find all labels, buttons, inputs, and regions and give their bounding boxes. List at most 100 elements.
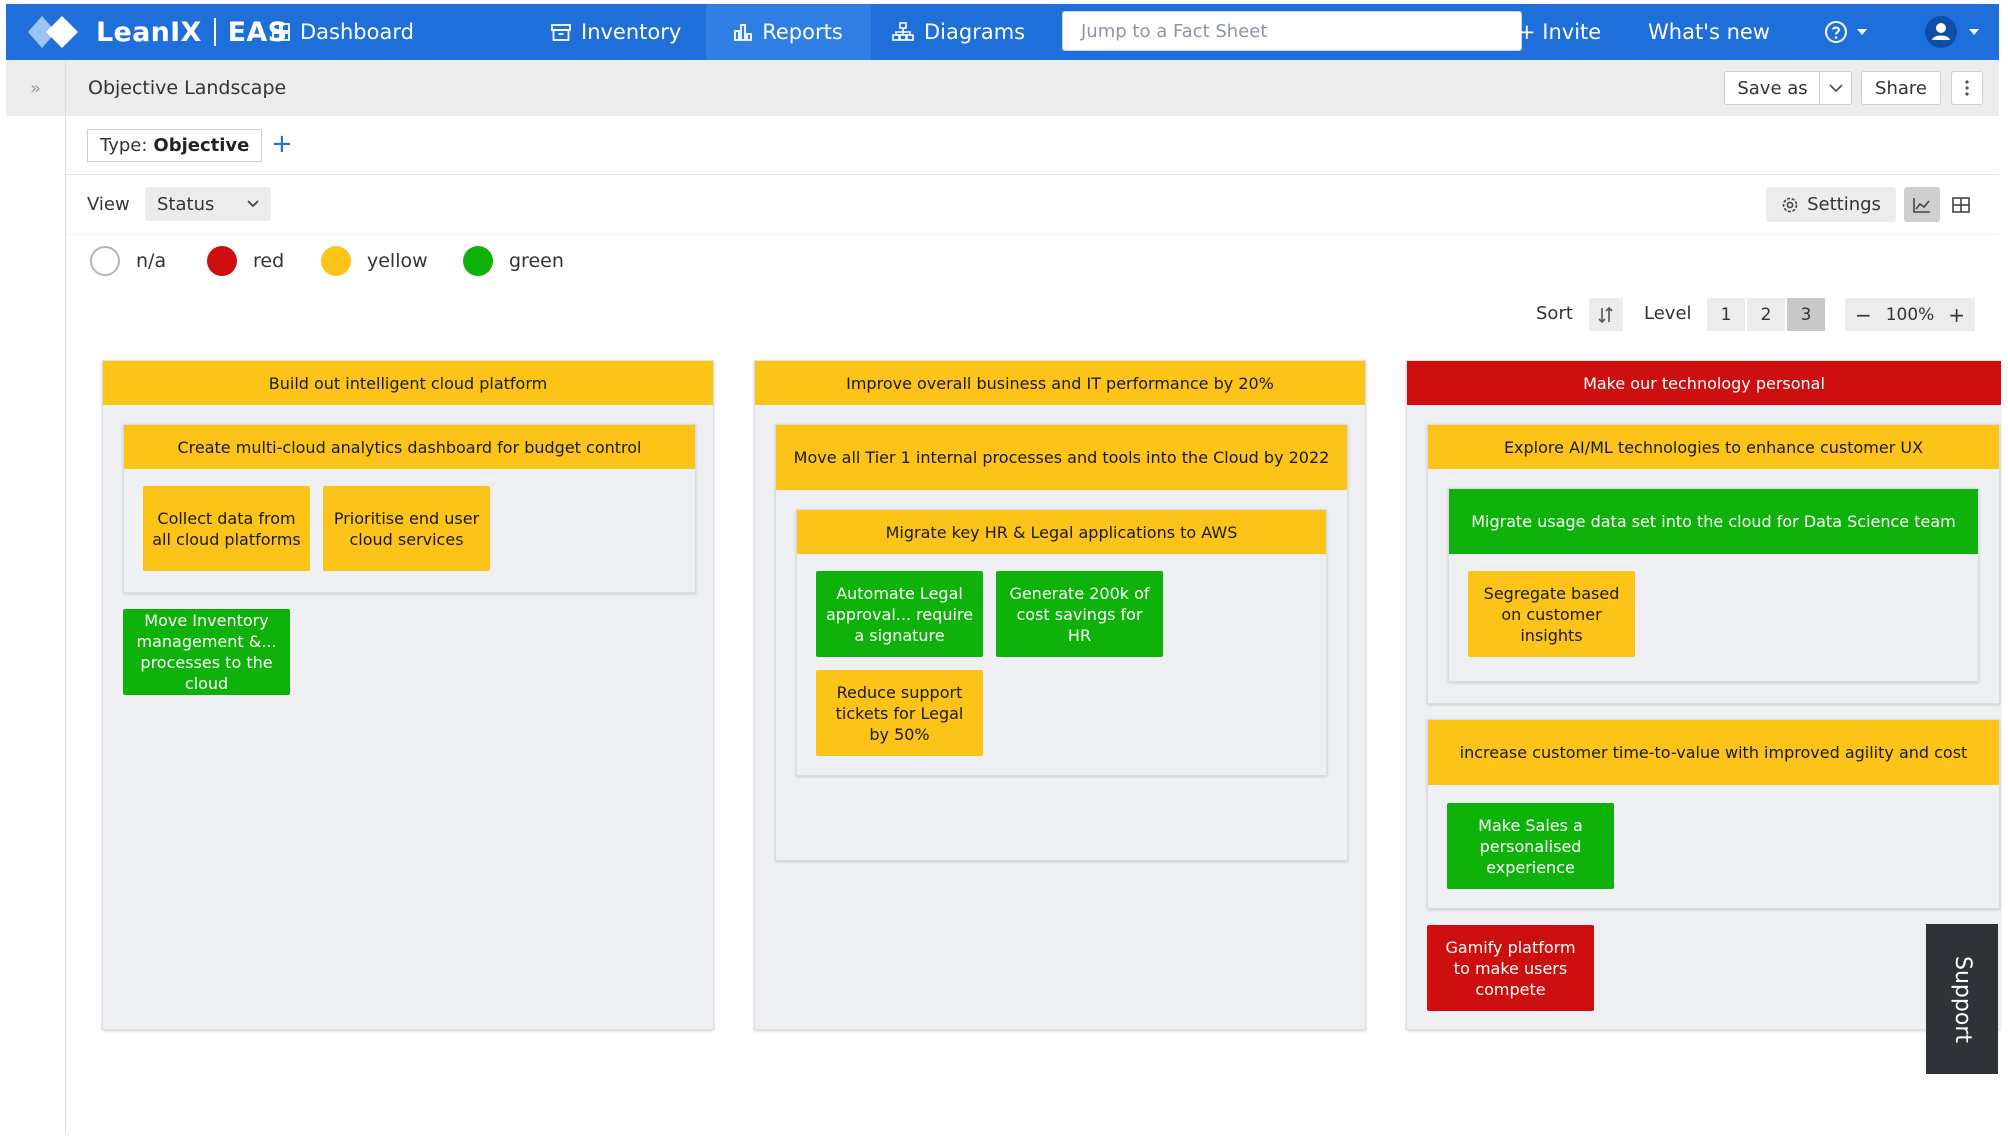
support-tab[interactable]: Support (1926, 924, 1998, 1074)
grid-icon (272, 23, 290, 41)
table-view-toggle[interactable] (1943, 187, 1979, 222)
objective-column-1: Build out intelligent cloud platform Cre… (102, 360, 714, 1030)
type-filter-chip[interactable]: Type: Objective (87, 129, 263, 162)
objective-sub-panel: Explore AI/ML technologies to enhance cu… (1427, 424, 2000, 704)
brand-divider (213, 18, 216, 46)
type-filter-label: Type: (100, 135, 148, 156)
add-filter-button[interactable]: + (271, 129, 293, 159)
objective-card[interactable]: Automate Legal approval... require a sig… (816, 571, 983, 657)
view-select[interactable]: Status (145, 187, 271, 221)
zoom-control: − 100% + (1845, 298, 1975, 331)
objective-card-header[interactable]: Improve overall business and IT performa… (755, 361, 1365, 405)
objective-card-header[interactable]: Migrate usage data set into the cloud fo… (1449, 489, 1978, 554)
objective-card-header[interactable]: Move all Tier 1 internal processes and t… (776, 425, 1347, 490)
invite-label: + Invite (1518, 20, 1602, 44)
inventory-icon (551, 24, 571, 41)
top-navigation-bar: LeanIX EAS Dashboard Inventory Reports (6, 4, 1999, 60)
legend-red: red (207, 246, 284, 276)
legend-na: n/a (90, 246, 166, 276)
nav-inventory[interactable]: Inventory (551, 4, 681, 60)
objective-card-header[interactable]: Explore AI/ML technologies to enhance cu… (1428, 425, 1999, 469)
chevron-down-icon (1857, 29, 1867, 35)
zoom-in-button[interactable]: + (1948, 302, 1965, 327)
chevron-down-icon (1969, 29, 1979, 35)
objective-card-header[interactable]: Migrate key HR & Legal applications to A… (797, 510, 1326, 554)
objective-sub-panel: Migrate key HR & Legal applications to A… (796, 509, 1327, 776)
nav-inventory-label: Inventory (581, 20, 682, 44)
question-circle-icon (1825, 21, 1847, 43)
fact-sheet-search-input[interactable]: Jump to a Fact Sheet (1062, 11, 1522, 51)
level-3-button[interactable]: 3 (1787, 298, 1825, 331)
invite-button[interactable]: + Invite (1518, 4, 1601, 60)
objective-card[interactable]: Segregate based on customer insights (1468, 571, 1635, 657)
objective-card[interactable]: Make Sales a personalised experience (1447, 803, 1614, 889)
level-2-label: 2 (1760, 304, 1772, 325)
chevron-down-icon (1828, 83, 1843, 92)
help-menu[interactable] (1824, 4, 1868, 60)
objective-sub-panel: increase customer time-to-value with imp… (1427, 719, 2000, 909)
objective-card-header[interactable]: Make our technology personal (1407, 361, 2001, 405)
leanix-logo-icon (28, 16, 78, 48)
objective-sub-panel: Move all Tier 1 internal processes and t… (775, 424, 1348, 861)
save-as-dropdown-button[interactable] (1819, 71, 1852, 105)
level-2-button[interactable]: 2 (1747, 298, 1785, 331)
type-filter-value: Objective (153, 135, 250, 156)
gear-icon (1782, 197, 1798, 212)
zoom-level: 100% (1885, 304, 1935, 325)
objective-sub-panel: Migrate usage data set into the cloud fo… (1448, 488, 1979, 682)
nav-diagrams[interactable]: Diagrams (892, 4, 1025, 60)
user-avatar-icon (1925, 16, 1957, 48)
double-chevron-right-icon: » (29, 77, 41, 99)
objective-card[interactable]: Collect data from all cloud platforms (143, 486, 310, 571)
nav-diagrams-label: Diagrams (924, 20, 1026, 44)
sort-icon (1598, 306, 1613, 323)
more-options-button[interactable] (1951, 71, 1983, 105)
page-title: Objective Landscape (88, 77, 287, 99)
nav-reports[interactable]: Reports (706, 4, 871, 60)
share-button[interactable]: Share (1861, 71, 1941, 105)
share-label: Share (1875, 77, 1927, 99)
sort-label: Sort (1536, 303, 1573, 324)
legend-label-na: n/a (136, 250, 167, 272)
nav-dashboard[interactable]: Dashboard (272, 4, 414, 60)
table-icon (1952, 196, 1970, 213)
view-label: View (87, 194, 130, 215)
level-label: Level (1644, 303, 1692, 324)
objective-card[interactable]: Reduce support tickets for Legal by 50% (816, 670, 983, 756)
objective-card[interactable]: Prioritise end user cloud services (323, 486, 490, 571)
objective-card-header[interactable]: Create multi-cloud analytics dashboard f… (124, 425, 695, 469)
product-name: EAS (227, 16, 288, 48)
sitemap-icon (892, 22, 914, 41)
objective-card[interactable]: Move Inventory management &... processes… (123, 609, 290, 695)
settings-button[interactable]: Settings (1766, 187, 1896, 222)
save-as-button[interactable]: Save as (1724, 71, 1820, 105)
legend-swatch-red (207, 246, 237, 276)
legend-yellow: yellow (321, 246, 428, 276)
level-1-button[interactable]: 1 (1707, 298, 1745, 331)
objective-card-header[interactable]: increase customer time-to-value with imp… (1428, 720, 1999, 785)
objective-card[interactable]: Gamify platform to make users compete (1427, 925, 1594, 1011)
objective-sub-panel: Create multi-cloud analytics dashboard f… (123, 424, 696, 593)
filter-row: Type: Objective + (66, 116, 1999, 175)
objective-card[interactable]: Generate 200k of cost savings for HR (996, 571, 1163, 657)
more-vertical-icon (1965, 80, 1969, 96)
side-rail: » (6, 60, 66, 1133)
brand-name: LeanIX (96, 16, 202, 48)
objective-card-header[interactable]: Build out intelligent cloud platform (103, 361, 713, 405)
whats-new-link[interactable]: What's new (1648, 4, 1770, 60)
nav-dashboard-label: Dashboard (300, 20, 414, 44)
area-chart-icon (1913, 197, 1930, 213)
report-title-bar: Objective Landscape Save as Share (66, 60, 1999, 116)
user-menu[interactable] (1924, 4, 1980, 60)
settings-label: Settings (1807, 194, 1881, 215)
legend-label-yellow: yellow (367, 250, 428, 272)
legend-label-red: red (253, 250, 285, 272)
zoom-out-button[interactable]: − (1855, 302, 1872, 327)
expand-sidebar-button[interactable]: » (6, 60, 65, 116)
objective-column-2: Improve overall business and IT performa… (754, 360, 1366, 1030)
landscape-view-toggle[interactable] (1904, 187, 1940, 222)
objective-column-3: Make our technology personal Explore AI/… (1406, 360, 2001, 1030)
level-3-label: 3 (1800, 304, 1812, 325)
sort-button[interactable] (1589, 298, 1623, 331)
leanix-logo[interactable]: LeanIX EAS (28, 4, 287, 60)
